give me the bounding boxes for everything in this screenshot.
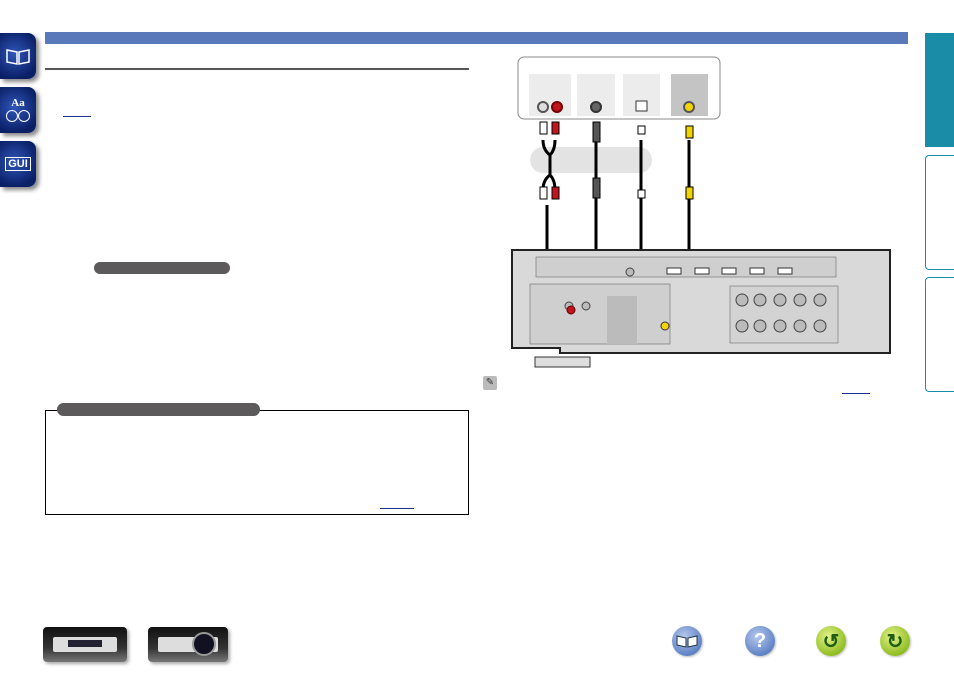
note-box <box>45 410 469 515</box>
forward-button[interactable]: ↻ <box>880 626 910 656</box>
receiver-front-icon <box>53 637 117 652</box>
note-box-heading-pill <box>57 403 260 416</box>
coaxial-out-jack <box>590 101 602 113</box>
right-page-link[interactable] <box>842 393 870 394</box>
audio-out-r-jack <box>551 101 563 113</box>
header-bar <box>45 32 908 44</box>
section-rule <box>45 68 469 70</box>
right-tab-active[interactable] <box>925 33 954 147</box>
cable-group-label <box>530 147 652 173</box>
tab-contents[interactable] <box>0 33 36 79</box>
receiver-display-magnifier-icon <box>158 632 218 656</box>
tab-glossary[interactable]: Aa <box>0 87 36 133</box>
front-panel-button[interactable] <box>43 627 127 662</box>
help-question-icon: ? <box>753 629 767 652</box>
contents-button[interactable] <box>672 626 702 656</box>
tab-gui[interactable]: GUI <box>0 141 36 187</box>
optical-out-jack <box>635 100 648 112</box>
receiver-rear-panel <box>511 249 891 368</box>
note-page-link[interactable] <box>380 508 414 509</box>
video-out-jack <box>683 101 695 113</box>
book-icon <box>6 49 30 65</box>
gui-icon: GUI <box>5 157 31 171</box>
book-icon <box>676 635 698 648</box>
dictionary-icon: Aa <box>11 97 25 109</box>
display-button[interactable] <box>148 627 228 662</box>
back-arrow-icon: ↺ <box>822 630 840 653</box>
connection-diagram <box>511 56 891 368</box>
audio-out-l-jack <box>537 101 549 113</box>
pencil-note-icon: ✎ <box>483 376 497 390</box>
help-button[interactable]: ? <box>745 626 775 656</box>
forward-arrow-icon: ↻ <box>886 630 904 653</box>
subheading-pill <box>94 262 230 274</box>
right-tab-3[interactable] <box>925 277 954 392</box>
page-link[interactable] <box>63 116 91 117</box>
right-tab-2[interactable] <box>925 155 954 270</box>
back-button[interactable]: ↺ <box>816 626 846 656</box>
